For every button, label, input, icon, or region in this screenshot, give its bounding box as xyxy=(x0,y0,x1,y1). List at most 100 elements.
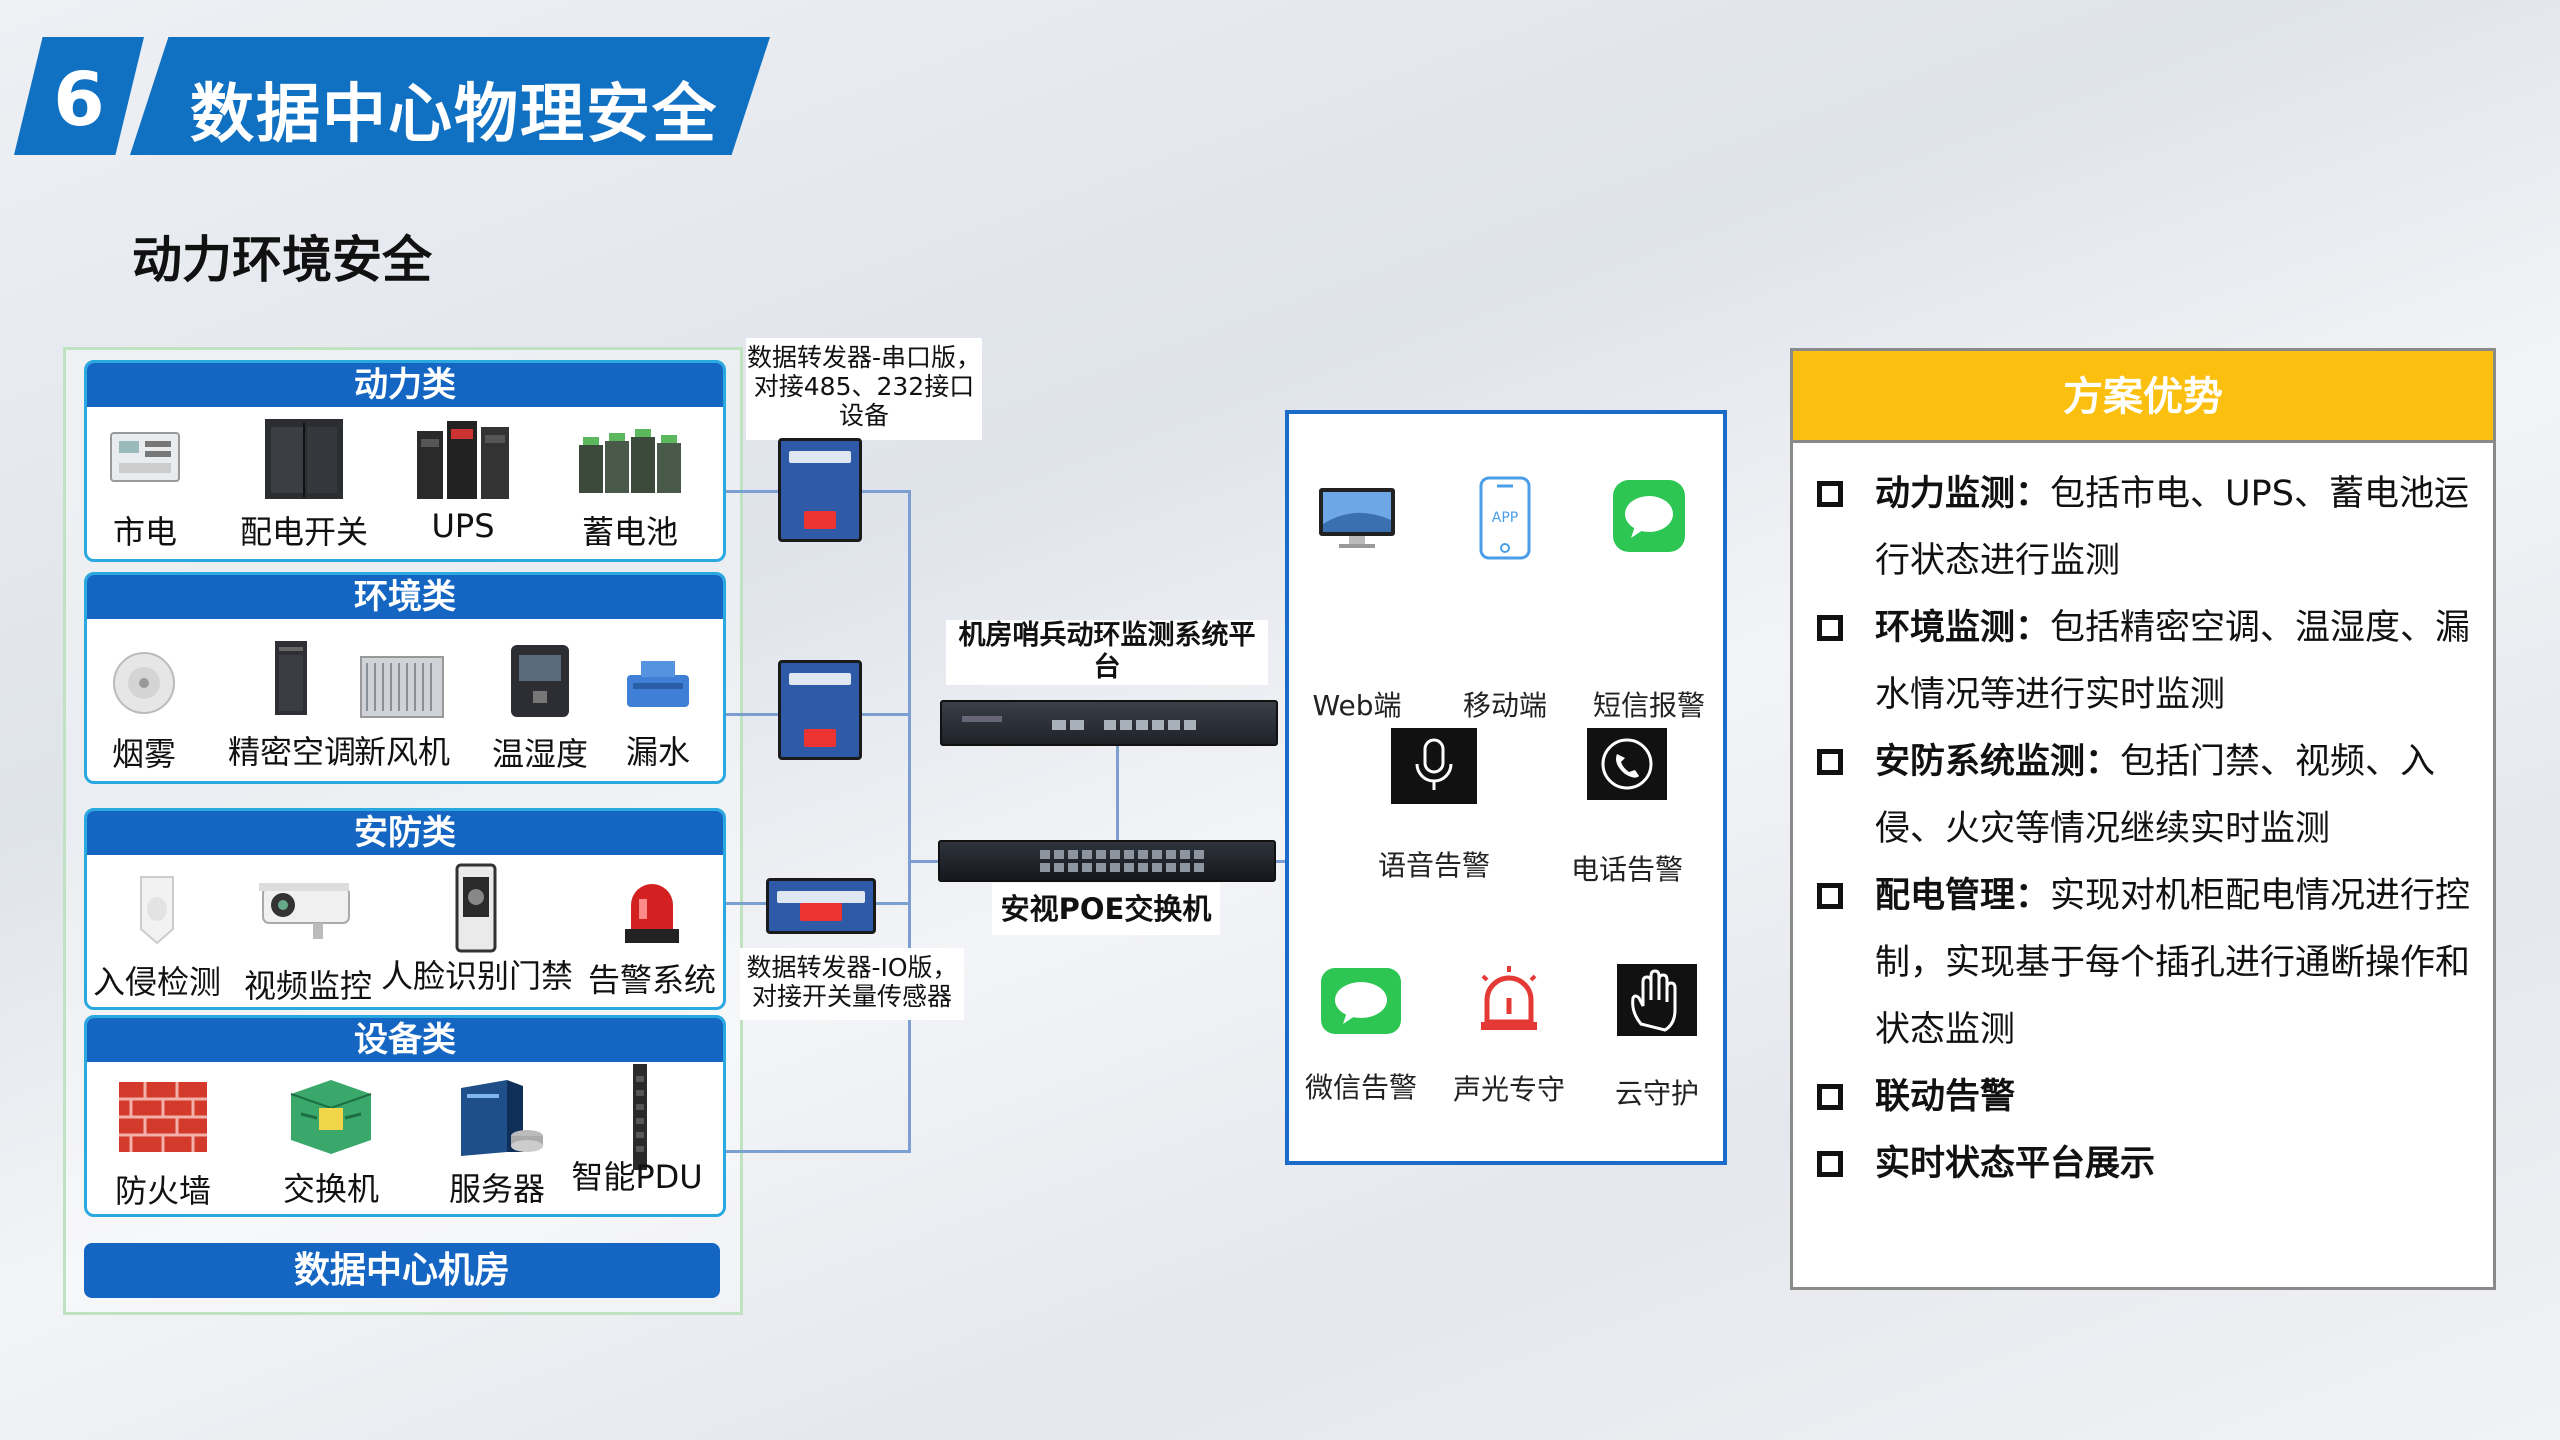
category-power: 动力类 市电 配电开关 UPS 蓄电池 xyxy=(84,360,726,562)
smart-pdu-icon xyxy=(621,1062,661,1172)
poe-switch-label: 安视POE交换机 xyxy=(992,883,1220,935)
page-title: 数据中心物理安全 xyxy=(190,78,718,152)
channel-label: 声光专守 xyxy=(1452,1073,1565,1106)
item-label: 精密空调 xyxy=(227,733,356,771)
data-center-room-label: 数据中心机房 xyxy=(84,1243,720,1298)
item-label: 服务器 xyxy=(448,1170,545,1208)
connector-line xyxy=(908,860,940,863)
channel-label: 微信告警 xyxy=(1304,1071,1417,1104)
fresh-air-unit-icon: 新风机 xyxy=(354,653,450,771)
advantage-item: 安防系统监测：包括门禁、视频、入侵、火灾等情况继续实时监测 xyxy=(1817,729,2473,863)
precision-ac-icon: 精密空调 xyxy=(228,637,356,771)
bullet-square-icon xyxy=(1817,883,1843,909)
wechat-alert-channel: 微信告警 xyxy=(1305,966,1417,1104)
thermo-hygrometer-icon: 温湿度 xyxy=(492,641,588,773)
bullet-square-icon xyxy=(1817,615,1843,641)
distribution-switch-icon: 配电开关 xyxy=(240,413,368,551)
poe-switch-device xyxy=(938,840,1276,882)
connector-line xyxy=(862,490,910,493)
item-label: 配电开关 xyxy=(239,513,368,551)
item-label: 温湿度 xyxy=(491,735,588,773)
item-label: UPS xyxy=(431,507,495,545)
connector-line xyxy=(876,902,910,905)
item-label: 蓄电池 xyxy=(581,513,678,551)
alarm-siren-icon: 告警系统 xyxy=(588,877,716,999)
monitoring-platform-server xyxy=(940,700,1278,746)
advantages-panel: 方案优势 动力监测：包括市电、UPS、蓄电池运行状态进行监测 环境监测：包括精密… xyxy=(1790,348,2496,1290)
bullet-square-icon xyxy=(1817,1151,1843,1177)
firewall-icon: 防火墙 xyxy=(115,1076,211,1210)
channel-label: 移动端 xyxy=(1462,689,1547,722)
voice-alert-channel: 语音告警 xyxy=(1378,726,1490,882)
category-title: 动力类 xyxy=(87,363,723,407)
ups-icon: UPS xyxy=(413,413,513,545)
connector-line xyxy=(862,713,910,716)
connector-line xyxy=(726,1150,910,1153)
section-number-badge: 6 xyxy=(14,37,144,155)
category-title: 安防类 xyxy=(87,811,723,855)
item-label: 防火墙 xyxy=(114,1172,211,1210)
video-camera-icon: 视频监控 xyxy=(244,873,372,1005)
advantage-item: 配电管理：实现对机柜配电情况进行控制，实现基于每个插孔进行通断操作和状态监测 xyxy=(1817,863,2473,1064)
serial-converter-device-2 xyxy=(778,660,862,760)
connector-line xyxy=(1276,860,1288,863)
category-environment: 环境类 烟雾 精密空调 新风机 温湿度 漏水 xyxy=(84,572,726,784)
smoke-detector-icon: 烟雾 xyxy=(109,645,179,773)
mains-power-icon: 市电 xyxy=(105,419,185,551)
advantage-item: 实时状态平台展示 xyxy=(1817,1131,2473,1198)
web-channel: Web端 xyxy=(1312,484,1402,722)
channel-label: Web端 xyxy=(1312,689,1402,722)
item-label: 市电 xyxy=(112,513,177,551)
channel-label: 电话告警 xyxy=(1570,853,1683,886)
intrusion-detector-icon: 入侵检测 xyxy=(93,869,221,1001)
category-title: 环境类 xyxy=(87,575,723,619)
item-label: 视频监控 xyxy=(243,967,372,1005)
item-label: 漏水 xyxy=(625,733,690,771)
advantages-title: 方案优势 xyxy=(1793,351,2493,443)
phone-alert-channel: 电话告警 xyxy=(1571,726,1683,886)
bullet-square-icon xyxy=(1817,749,1843,775)
item-label: 智能PDU xyxy=(571,1158,703,1196)
water-leak-sensor-icon: 漏水 xyxy=(613,655,703,771)
advantage-item: 动力监测：包括市电、UPS、蓄电池运行状态进行监测 xyxy=(1817,461,2473,595)
connector-line xyxy=(726,902,766,905)
item-label: 新风机 xyxy=(353,733,450,771)
app-icon-text: APP xyxy=(1492,510,1518,526)
connector-line xyxy=(726,490,778,493)
item-label: 烟雾 xyxy=(111,735,176,773)
sms-channel: 短信报警 xyxy=(1593,476,1705,722)
channel-label: 云守护 xyxy=(1614,1077,1699,1110)
category-equipment: 设备类 防火墙 交换机 服务器 智能PDU xyxy=(84,1015,726,1217)
title-banner: 数据中心物理安全 xyxy=(130,37,770,155)
io-converter-caption: 数据转发器-IO版，对接开关量传感器 xyxy=(740,948,964,1020)
connector-line xyxy=(1116,746,1119,840)
bullet-square-icon xyxy=(1817,481,1843,507)
battery-icon: 蓄电池 xyxy=(575,423,685,551)
advantage-item: 联动告警 xyxy=(1817,1064,2473,1131)
connector-line xyxy=(726,713,778,716)
connector-bus xyxy=(908,490,911,1153)
alert-channels-panel: Web端 APP 移动端 短信报警 语音告警 电话告警 微信告警 声光专守 云守… xyxy=(1285,410,1727,1165)
section-subtitle: 动力环境安全 xyxy=(132,231,432,289)
face-access-icon xyxy=(451,863,501,955)
cloud-guard-channel: 云守护 xyxy=(1615,962,1699,1110)
serial-converter-device-1 xyxy=(778,438,862,542)
server-icon: 服务器 xyxy=(447,1074,547,1208)
channel-label: 语音告警 xyxy=(1377,849,1490,882)
sound-light-alarm-channel: 声光专守 xyxy=(1453,964,1565,1106)
io-converter-device xyxy=(766,878,876,934)
advantage-item: 环境监测：包括精密空调、温湿度、漏水情况等进行实时监测 xyxy=(1817,595,2473,729)
bullet-square-icon xyxy=(1817,1084,1843,1110)
monitoring-platform-label: 机房哨兵动环监测系统平台 xyxy=(946,620,1268,685)
item-label: 告警系统 xyxy=(587,961,716,999)
item-label: 入侵检测 xyxy=(92,963,221,1001)
category-security: 安防类 入侵检测 视频监控 人脸识别门禁 告警系统 xyxy=(84,808,726,1010)
item-label: 人脸识别门禁 xyxy=(380,957,573,995)
section-number: 6 xyxy=(53,57,105,143)
mobile-channel: APP 移动端 xyxy=(1463,476,1547,722)
item-label: 交换机 xyxy=(282,1170,379,1208)
category-title: 设备类 xyxy=(87,1018,723,1062)
switch-device-icon: 交换机 xyxy=(281,1074,381,1208)
channel-label: 短信报警 xyxy=(1592,689,1705,722)
serial-converter-caption: 数据转发器-串口版，对接485、232接口设备 xyxy=(746,338,982,440)
